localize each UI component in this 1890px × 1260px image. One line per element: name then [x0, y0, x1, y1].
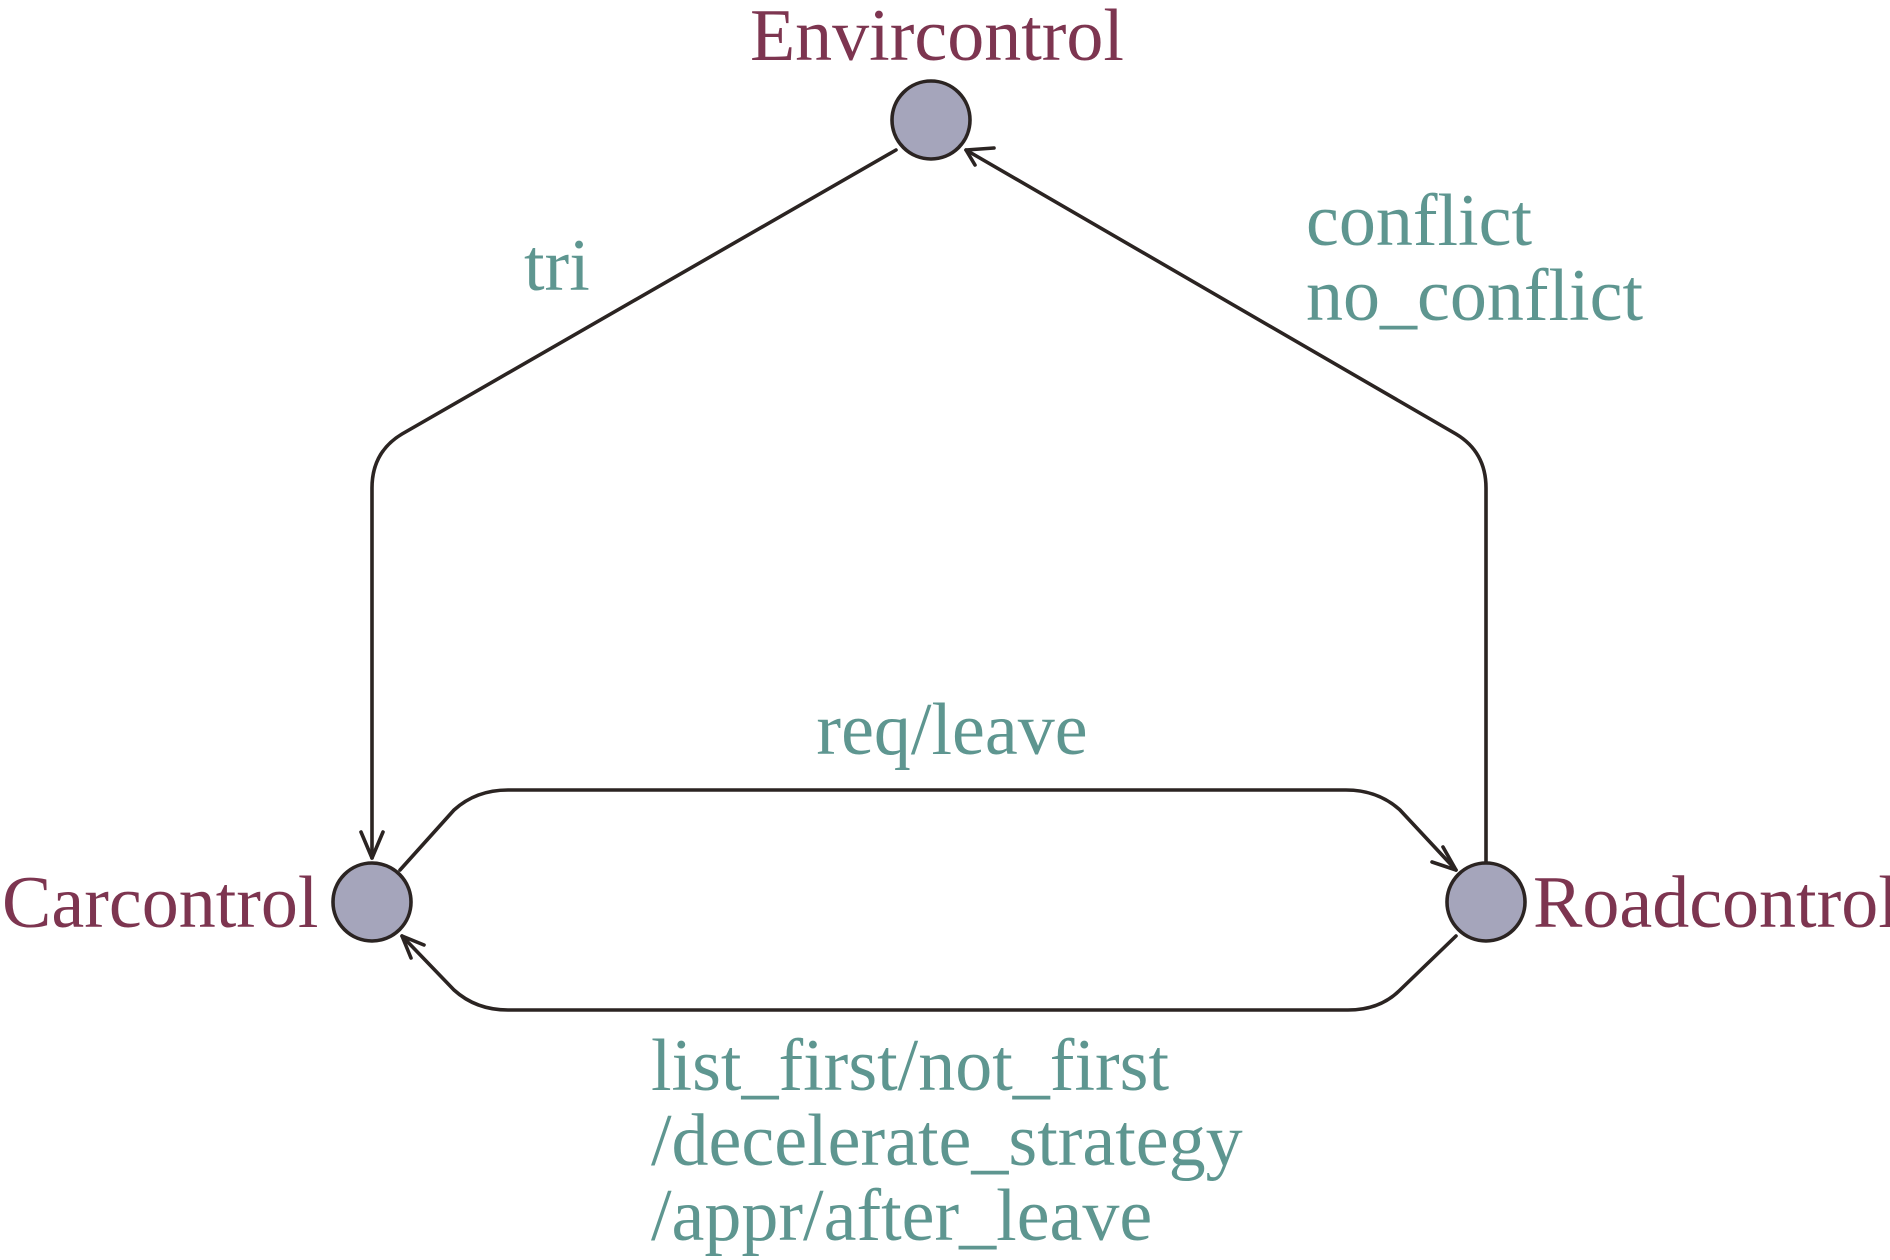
node-carcontrol	[331, 861, 413, 943]
arrowhead-carcontrol-bottom	[400, 934, 426, 960]
edge-label-list-first: list_first/not_first	[651, 1025, 1169, 1107]
edge-label-conflict: conflict	[1306, 180, 1532, 262]
edge-label-appr-after-leave: /appr/after_leave	[651, 1175, 1152, 1257]
arrowhead-carcontrol-top	[359, 830, 385, 860]
edge-roadcontrol-to-envircontrol	[964, 148, 1488, 872]
edge-carcontrol-to-roadcontrol	[398, 788, 1458, 872]
node-roadcontrol	[1445, 861, 1527, 943]
arrowhead-roadcontrol	[1430, 845, 1458, 872]
node-envircontrol	[890, 79, 972, 161]
node-label-roadcontrol: Roadcontrol	[1533, 862, 1890, 944]
node-label-carcontrol: Carcontrol	[2, 862, 318, 944]
arrowhead-envircontrol	[964, 146, 996, 167]
edge-label-no-conflict: no_conflict	[1306, 255, 1643, 337]
edge-envircontrol-to-carcontrol	[370, 148, 898, 860]
node-label-envircontrol: Envircontrol	[750, 0, 1124, 77]
edge-roadcontrol-to-carcontrol	[400, 934, 1458, 1012]
edge-label-req-leave: req/leave	[816, 689, 1087, 771]
edge-label-tri: tri	[524, 225, 590, 307]
edge-label-decelerate-strategy: /decelerate_strategy	[651, 1100, 1243, 1182]
